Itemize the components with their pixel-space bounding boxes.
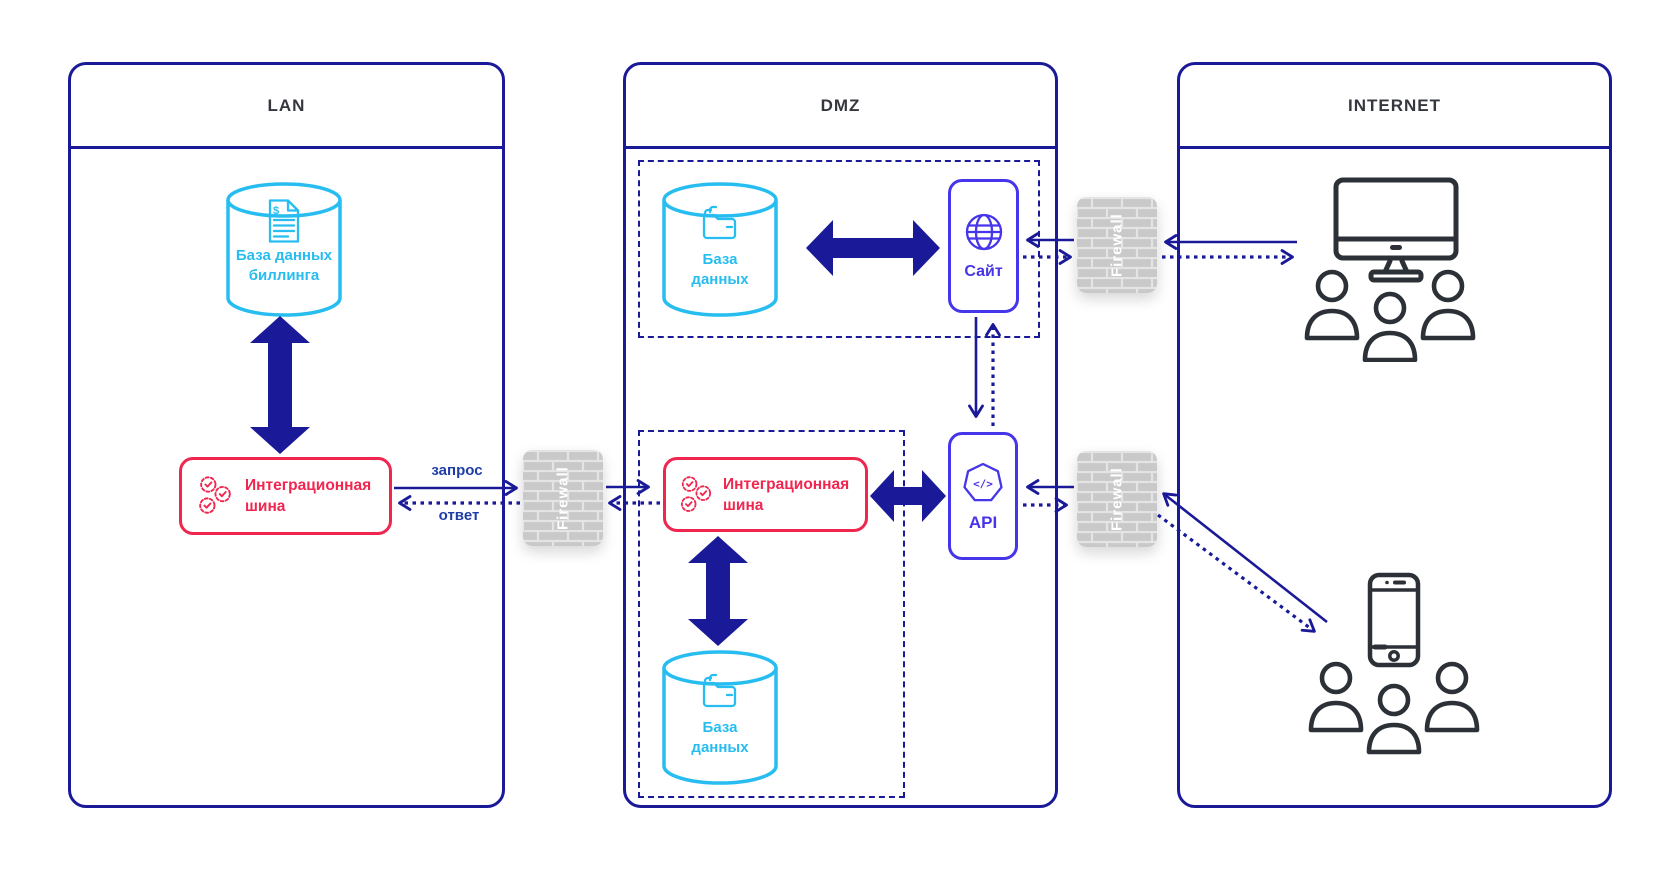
- desktop-users-icon: [1292, 262, 1488, 362]
- lan-integration-bus-label: Интеграционная шина: [245, 477, 372, 515]
- dmz-integration-segment: [638, 430, 905, 798]
- site-node: Сайт: [948, 179, 1019, 313]
- dmz-web-segment: [638, 160, 1040, 338]
- globe-icon: [965, 213, 1002, 250]
- gears-icon: [680, 475, 712, 512]
- zone-lan: LAN: [68, 62, 505, 808]
- folder-icon: [702, 673, 737, 708]
- lan-integration-bus: Интеграционная шина: [179, 457, 392, 535]
- firewall-lan-dmz: Firewall: [523, 450, 603, 546]
- response-label: ответ: [438, 507, 480, 524]
- billing-document-icon: $: [268, 199, 300, 243]
- api-node: </> API: [948, 432, 1018, 560]
- zone-internet-header: INTERNET: [1180, 65, 1609, 149]
- zone-lan-header: LAN: [71, 65, 502, 149]
- brick-wall-icon: [1077, 197, 1157, 293]
- gears-icon: [199, 476, 231, 514]
- smartphone-icon: [1367, 572, 1421, 668]
- zone-internet: INTERNET: [1177, 62, 1612, 808]
- firewall-label: Firewall: [554, 466, 572, 530]
- firewall-dmz-internet-web: Firewall: [1077, 197, 1157, 293]
- dmz-integration-bus: Интеграционная шина: [663, 457, 868, 532]
- zone-internet-title: INTERNET: [1348, 95, 1441, 115]
- brick-wall-icon: [523, 450, 603, 546]
- firewall-label: Firewall: [1108, 213, 1126, 277]
- dollar-glyph: $: [273, 205, 279, 217]
- mobile-users-icon: [1296, 654, 1492, 756]
- brick-wall-icon: [1077, 451, 1157, 547]
- firewall-label: Firewall: [1108, 467, 1126, 531]
- request-label: запрос: [431, 462, 483, 479]
- folder-icon: [702, 205, 737, 240]
- dmz-bus-database-label: База данных: [691, 719, 749, 756]
- dmz-web-database-cylinder: [662, 182, 778, 317]
- api-code-icon: </>: [963, 462, 1003, 501]
- zone-dmz-header: DMZ: [626, 65, 1055, 149]
- dmz-bus-database-cylinder: [662, 650, 778, 785]
- zone-lan-title: LAN: [267, 95, 306, 115]
- code-glyph: </>: [973, 477, 993, 490]
- desktop-computer-icon: [1333, 177, 1459, 283]
- dmz-integration-bus-label: Интеграционная шина: [723, 475, 850, 514]
- firewall-dmz-internet-api: Firewall: [1077, 451, 1157, 547]
- api-label: API: [968, 512, 998, 532]
- dmz-web-database-label: База данных: [691, 251, 749, 288]
- zone-dmz-title: DMZ: [820, 95, 861, 115]
- billing-database-label: База данных биллинга: [235, 247, 333, 284]
- site-label: Сайт: [964, 262, 1003, 280]
